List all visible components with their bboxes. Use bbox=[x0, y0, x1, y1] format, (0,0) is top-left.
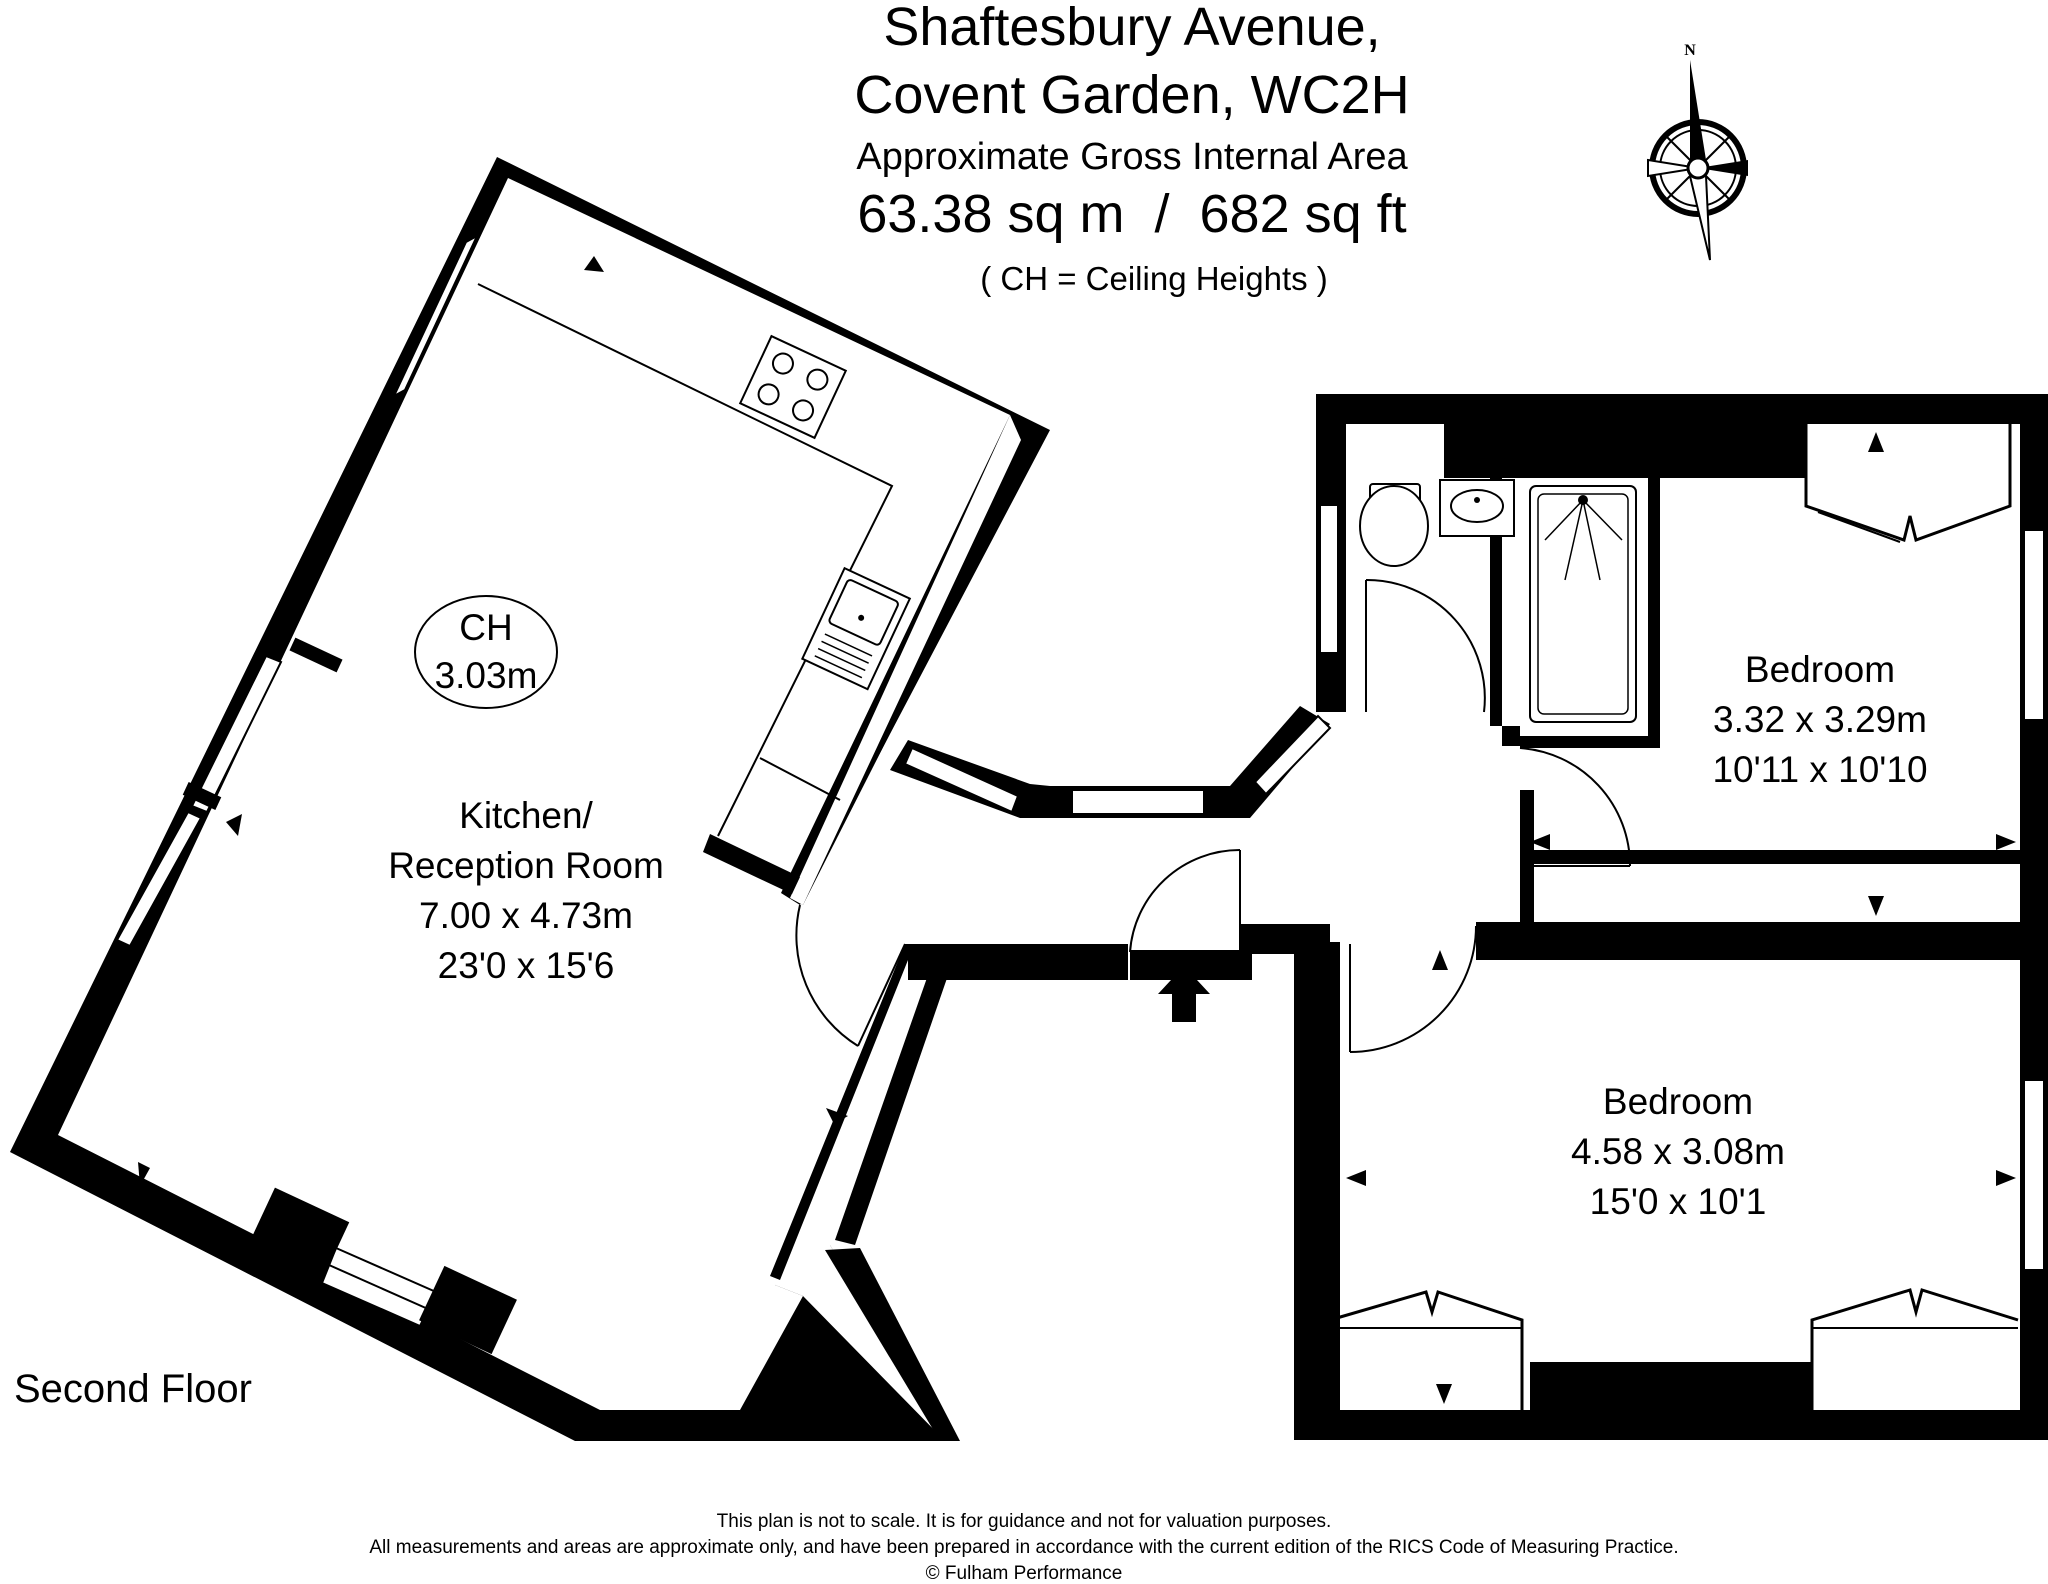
kitchen-door bbox=[795, 904, 859, 1047]
kitchen-dimensions-metric: 7.00 x 4.73m bbox=[419, 895, 633, 936]
bedroom1-dimensions-metric: 3.32 x 3.29m bbox=[1713, 699, 1927, 740]
bathroom-window bbox=[1319, 504, 1339, 654]
disclaimer-line-1: This plan is not to scale. It is for gui… bbox=[717, 1511, 1332, 1532]
measure-arrow bbox=[226, 814, 242, 836]
measure-arrow bbox=[1996, 1170, 2016, 1186]
measure-arrow bbox=[1432, 950, 1448, 970]
bedroom2-dimensions-metric: 4.58 x 3.08m bbox=[1571, 1131, 1785, 1172]
measure-arrow bbox=[1530, 834, 1550, 850]
measure-arrow bbox=[1868, 896, 1884, 916]
corridor-window-3 bbox=[1253, 714, 1332, 796]
bedroom1-window bbox=[2023, 529, 2045, 721]
measure-arrow bbox=[1996, 834, 2016, 850]
bedroom2-wardrobe-right bbox=[1810, 1288, 2019, 1410]
bedroom2-dimensions-imperial: 15'0 x 10'1 bbox=[1590, 1181, 1767, 1222]
bedroom1-wardrobe bbox=[1804, 424, 2012, 543]
north-label: N bbox=[1684, 42, 1696, 59]
corridor-window-1 bbox=[903, 746, 1020, 814]
basin-icon bbox=[1439, 479, 1515, 537]
corridor-window-2 bbox=[1071, 789, 1205, 815]
measure-arrow bbox=[138, 1162, 150, 1186]
address-line-1: Shaftesbury Avenue, bbox=[883, 0, 1380, 57]
link-corridor bbox=[795, 706, 1332, 1047]
ceiling-height-value: 3.03m bbox=[435, 655, 538, 696]
measure-arrow bbox=[584, 256, 604, 272]
kitchen-name-line-2: Reception Room bbox=[388, 845, 664, 886]
shower-icon bbox=[1529, 485, 1637, 723]
right-wing: Bedroom 3.32 x 3.29m 10'11 x 10'10 Bedro… bbox=[1129, 394, 2048, 1440]
kitchen-reception-room: CH 3.03m Kitchen/ Reception Room 7.00 x … bbox=[10, 157, 1128, 1441]
kitchen-name-line-1: Kitchen/ bbox=[459, 795, 593, 836]
kitchen-dimensions-imperial: 23'0 x 15'6 bbox=[438, 945, 615, 986]
ceiling-height-note: ( CH = Ceiling Heights ) bbox=[980, 260, 1328, 297]
kitchen-window-north bbox=[391, 233, 480, 399]
kitchen-worktop bbox=[477, 283, 894, 837]
entrance-door bbox=[1129, 848, 1241, 953]
area-label: Approximate Gross Internal Area bbox=[856, 136, 1408, 178]
toilet-icon bbox=[1359, 483, 1429, 567]
bedroom2-name: Bedroom bbox=[1603, 1081, 1753, 1122]
hob-icon bbox=[738, 334, 848, 440]
measure-arrow bbox=[1346, 1170, 1366, 1186]
bathroom-door bbox=[1365, 578, 1486, 713]
entrance-arrow-icon bbox=[1158, 966, 1210, 1022]
ceiling-height-tag bbox=[414, 595, 558, 709]
sink-icon bbox=[800, 566, 912, 691]
bedroom1-door bbox=[1519, 747, 1632, 867]
measure-arrow bbox=[826, 1108, 848, 1124]
bedroom1-name: Bedroom bbox=[1745, 649, 1895, 690]
bedroom2-window bbox=[2023, 1079, 2045, 1271]
bedroom2-wardrobe-left bbox=[1329, 1290, 1524, 1410]
kitchen-window-west-1 bbox=[190, 654, 283, 814]
floor-label: Second Floor bbox=[14, 1367, 252, 1411]
copyright-line: © Fulham Performance bbox=[926, 1563, 1123, 1584]
measure-arrow bbox=[1436, 1384, 1452, 1404]
compass-icon: N bbox=[1647, 42, 1748, 261]
bedroom1-dimensions-imperial: 10'11 x 10'10 bbox=[1712, 749, 1927, 790]
area-value: 63.38 sq m / 682 sq ft bbox=[857, 184, 1406, 244]
kitchen-window-west-2 bbox=[115, 810, 203, 948]
kitchen-corridor-wall bbox=[775, 940, 945, 1441]
disclaimer-line-2: All measurements and areas are approxima… bbox=[369, 1537, 1678, 1558]
measure-arrow bbox=[1868, 432, 1884, 452]
bedroom2-door bbox=[1349, 925, 1477, 1053]
ceiling-height-label: CH bbox=[459, 607, 512, 648]
address-line-2: Covent Garden, WC2H bbox=[854, 65, 1409, 125]
